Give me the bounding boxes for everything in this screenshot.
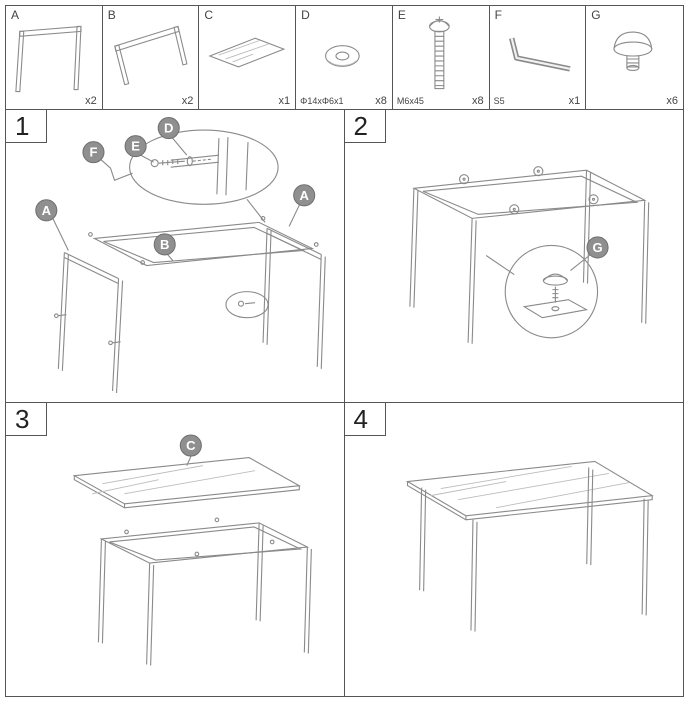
- assembly-steps: 1: [5, 110, 684, 697]
- step-4: 4: [344, 403, 683, 696]
- step-1: 1: [6, 110, 345, 403]
- part-box-g: G x6: [586, 6, 683, 109]
- callout-label-f: F: [82, 141, 105, 164]
- rail-frame-icon: [113, 25, 188, 86]
- glass-top-icon: [208, 37, 286, 68]
- svg-text:C: C: [186, 438, 196, 453]
- step-number: 3: [6, 403, 47, 436]
- part-qty: x2: [85, 95, 97, 107]
- part-spec: Φ14xΦ6x1: [300, 96, 344, 106]
- svg-text:A: A: [299, 188, 309, 203]
- part-spec: M6x45: [396, 96, 424, 106]
- svg-text:D: D: [164, 121, 173, 136]
- leg-frame-icon: [15, 25, 82, 93]
- svg-text:G: G: [592, 240, 602, 255]
- part-label: C: [204, 8, 214, 22]
- part-spec: S5: [493, 96, 505, 106]
- part-label: A: [11, 8, 20, 22]
- part-box-e: E M6x45 x8: [392, 6, 490, 109]
- part-qty: x8: [471, 95, 484, 107]
- callout-label-a-left: A: [35, 199, 58, 222]
- washer-icon: [325, 45, 360, 67]
- assembly-instruction-sheet: A x2 B x2 C x1 D: [5, 5, 684, 697]
- step-number: 4: [344, 403, 386, 436]
- part-box-b: B x2: [102, 6, 200, 109]
- part-box-f: F S5 x1: [489, 6, 587, 109]
- step-2-illustration: G: [408, 166, 649, 344]
- step-1-illustration: F E D A A B: [35, 117, 326, 393]
- svg-text:E: E: [131, 139, 140, 154]
- part-qty: x6: [666, 95, 678, 107]
- part-label: B: [107, 8, 116, 22]
- part-box-a: A x2: [6, 6, 103, 109]
- step-3-illustration: C: [72, 434, 312, 666]
- step-number: 2: [344, 110, 386, 143]
- step-3: 3 C: [6, 403, 345, 696]
- callout-label-d: D: [157, 117, 180, 140]
- parts-list: A x2 B x2 C x1 D: [5, 5, 684, 110]
- part-qty: x8: [375, 95, 387, 107]
- part-qty: x1: [568, 95, 581, 107]
- allen-key-icon: [508, 37, 571, 72]
- callout-label-g: G: [585, 236, 609, 259]
- part-qty: x2: [181, 95, 194, 107]
- callout-label-b: B: [153, 233, 176, 256]
- svg-text:F: F: [89, 145, 97, 160]
- callout-label-e: E: [124, 135, 147, 158]
- part-label: F: [494, 8, 502, 22]
- glide-pad-icon: [613, 31, 653, 72]
- bolt-icon: [428, 16, 450, 90]
- callout-label-a-right: A: [293, 184, 316, 207]
- part-label: E: [397, 8, 406, 22]
- part-label: G: [591, 8, 601, 22]
- part-label: D: [301, 8, 310, 22]
- step-number: 1: [6, 110, 47, 143]
- part-box-d: D Φ14xΦ6x1 x8: [296, 6, 393, 109]
- part-qty: x1: [278, 95, 291, 107]
- part-box-c: C x1: [199, 6, 297, 109]
- callout-label-c: C: [179, 434, 202, 457]
- svg-text:A: A: [42, 203, 52, 218]
- step-4-illustration: [405, 460, 654, 632]
- step-2: 2: [344, 110, 683, 403]
- svg-text:B: B: [160, 237, 169, 252]
